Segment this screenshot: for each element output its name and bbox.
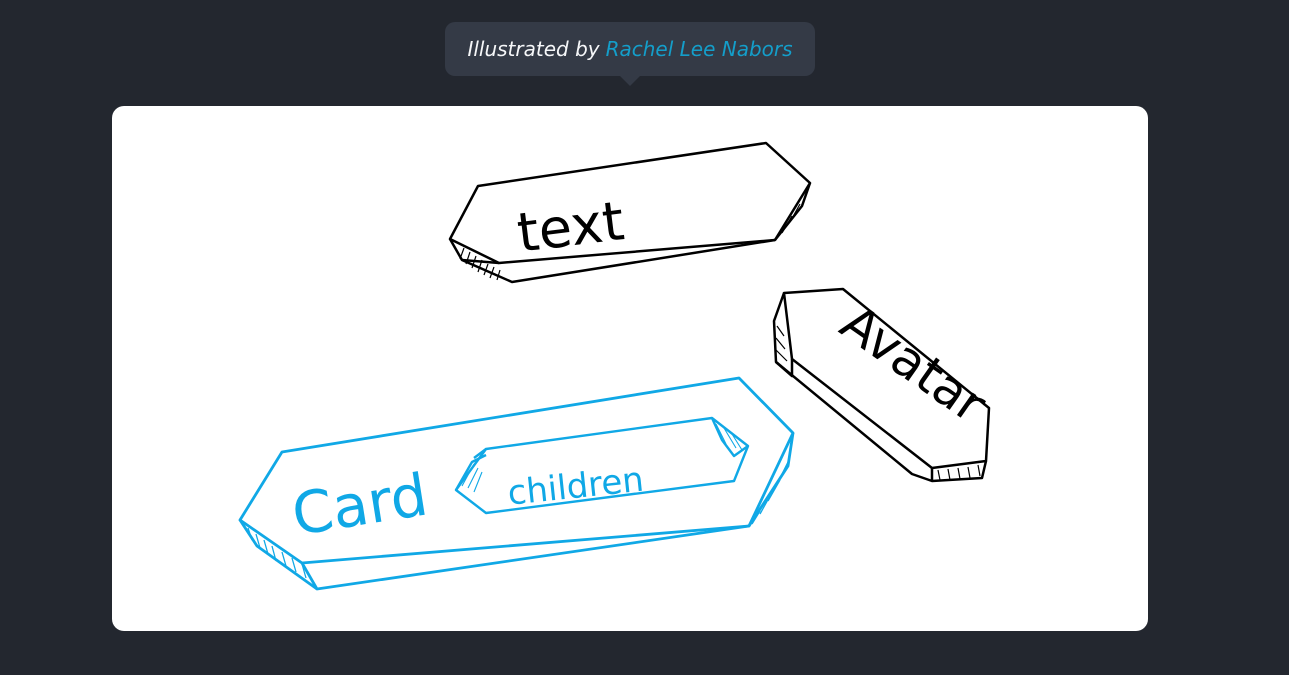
card-component-block: Card children: [238, 376, 795, 591]
illustration-credit-tooltip: Illustrated by Rachel Lee Nabors: [445, 22, 815, 86]
text-component-label: text: [514, 189, 627, 265]
author-link[interactable]: Rachel Lee Nabors: [605, 37, 793, 61]
illustration-card: text Avatar: [112, 106, 1148, 631]
credit-prefix: Illustrated by: [467, 37, 600, 61]
tooltip-arrow: [620, 76, 640, 86]
children-slot: children: [454, 416, 750, 515]
avatar-component-block: Avatar: [772, 287, 997, 483]
component-tree-illustration: text Avatar: [238, 141, 997, 591]
text-component-block: text: [448, 141, 812, 284]
